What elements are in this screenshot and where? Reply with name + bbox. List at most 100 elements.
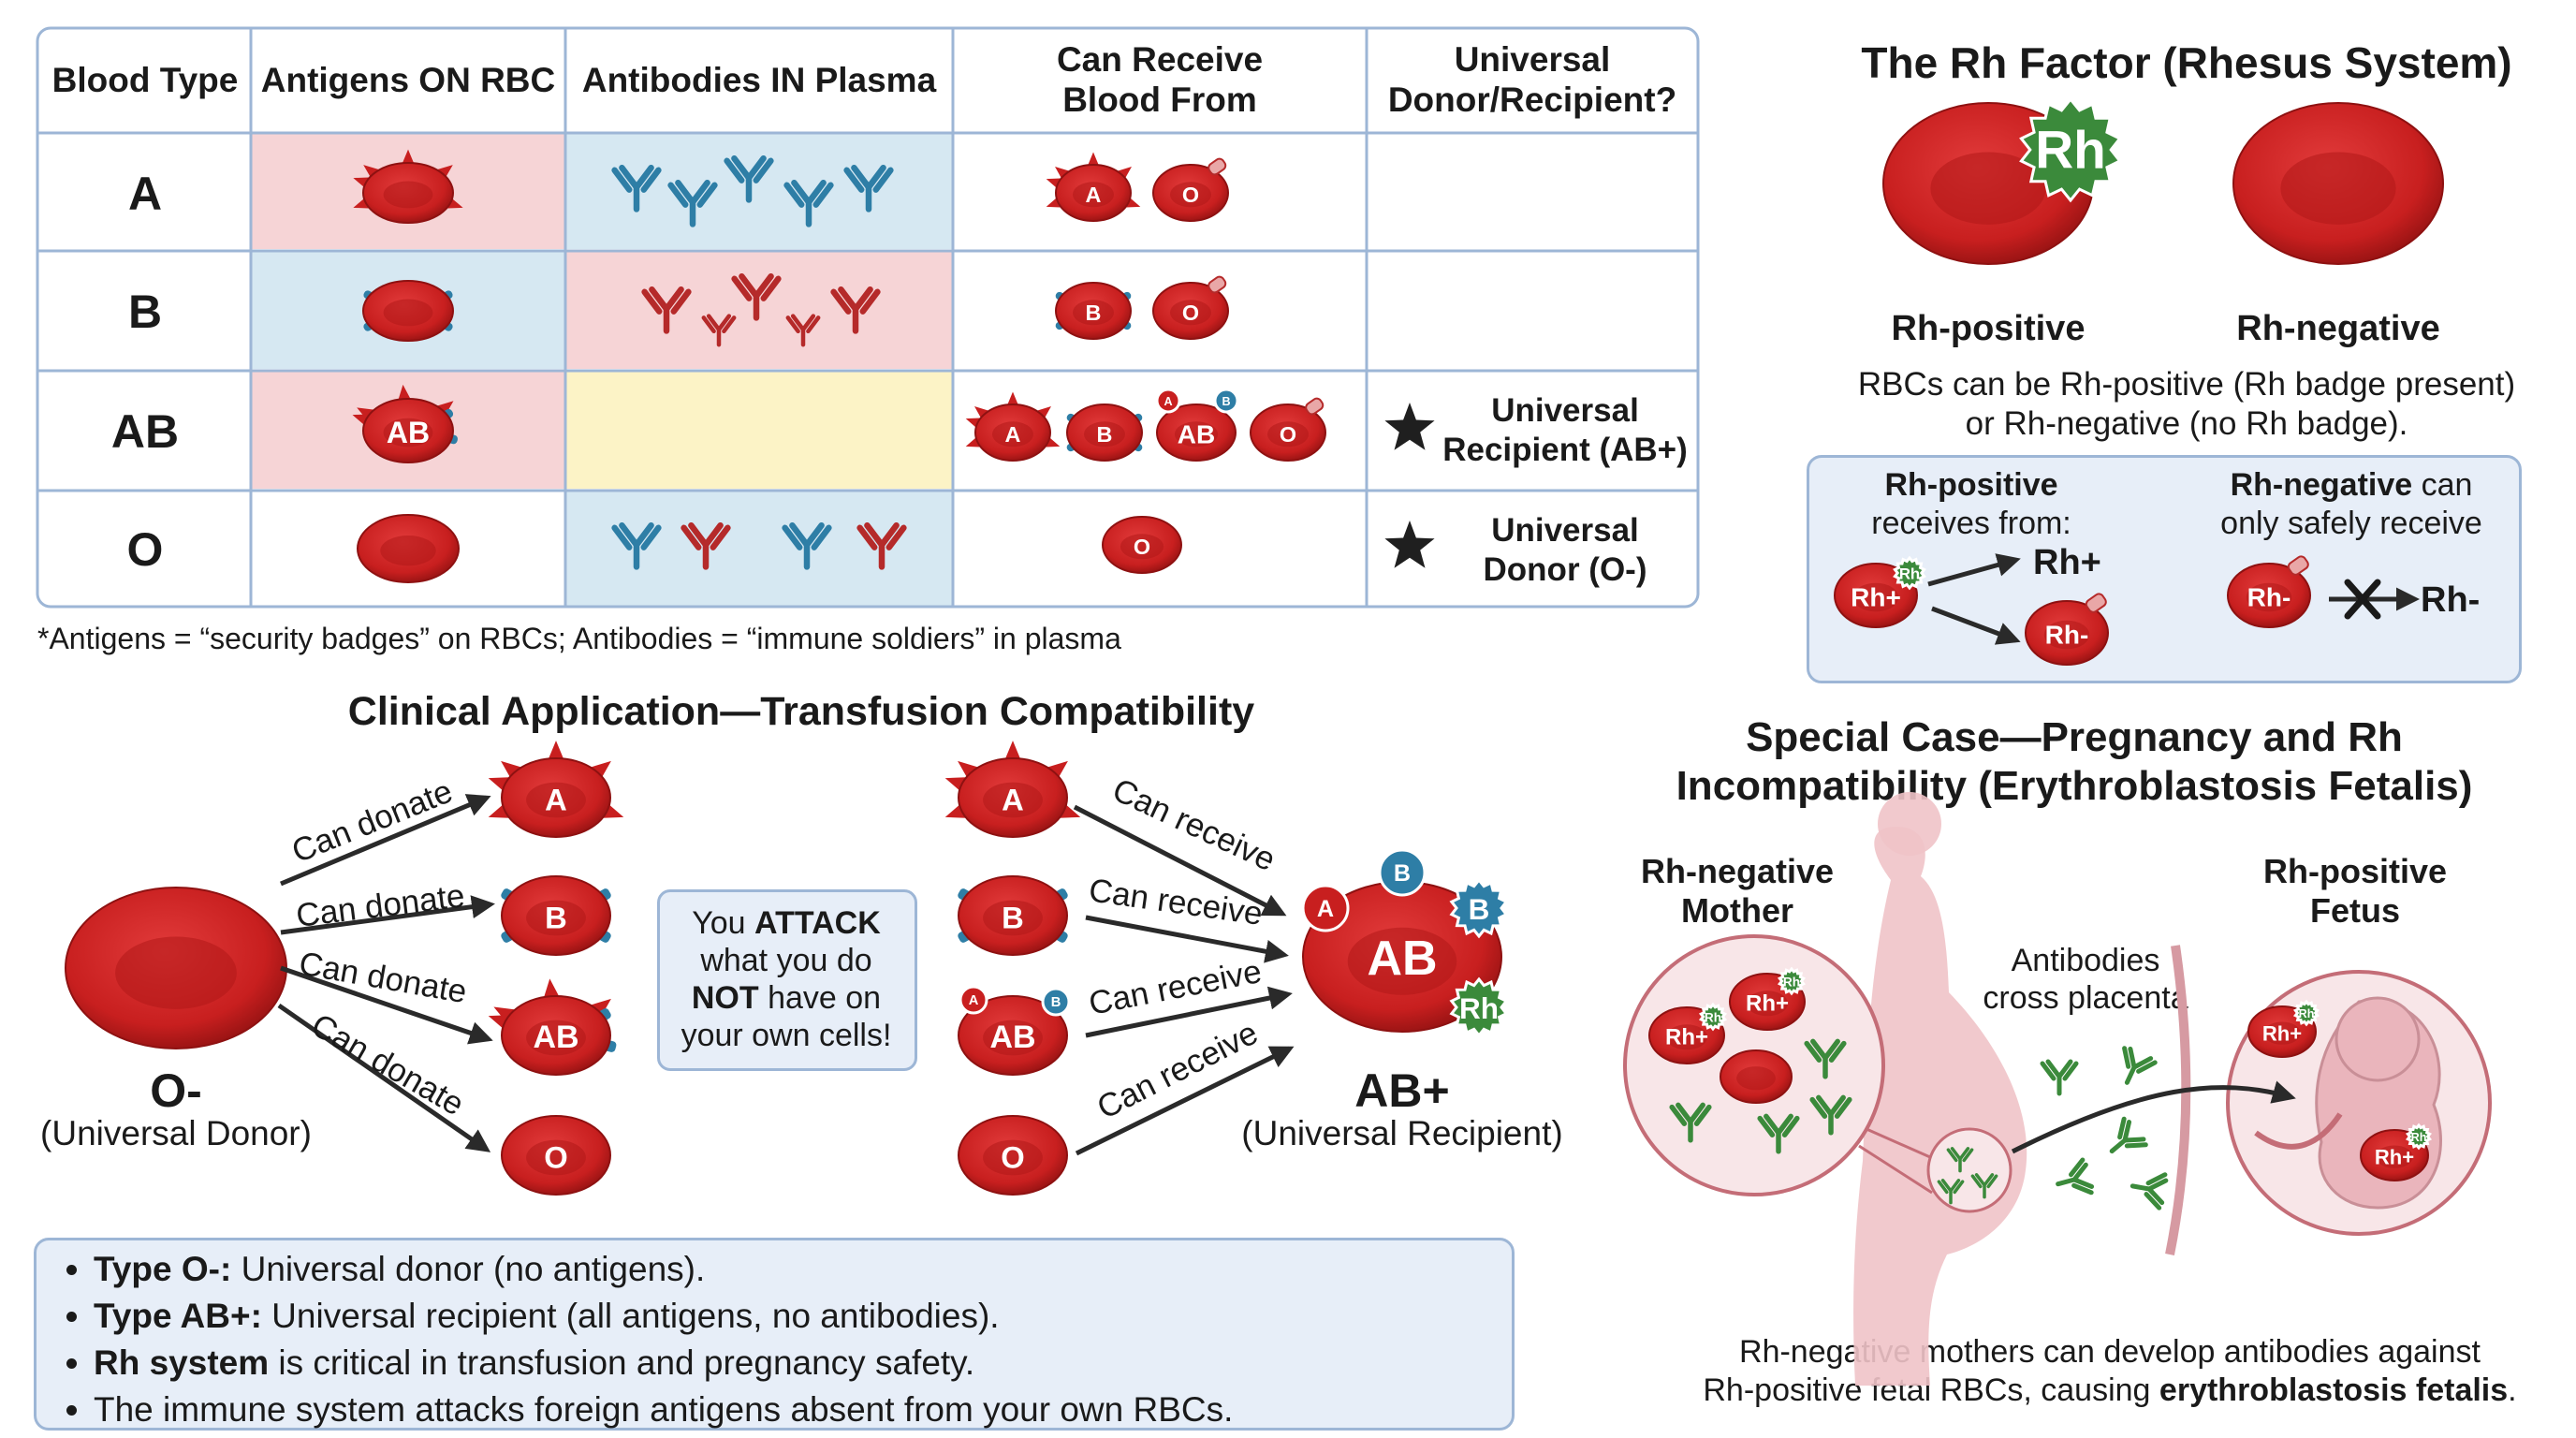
rbc-cell-icon: AB (1156, 404, 1237, 462)
fetus-label-line2: Fetus (2309, 891, 2401, 930)
antigen-a-spike (944, 801, 970, 818)
row-label-b: B (127, 286, 163, 338)
rbc-center (992, 421, 1033, 448)
cell-label: Rh (1783, 976, 1800, 990)
rbc-body (2232, 102, 2444, 265)
attack-callout-text: You ATTACK what you do NOT have on your … (681, 904, 892, 1054)
cell-label: A (1164, 395, 1172, 408)
row-label-ab: AB (110, 405, 180, 458)
badge-shape (1449, 877, 1509, 939)
rbc-cell-icon (2232, 102, 2444, 265)
rh-negative-label: Rh-negative (2236, 309, 2440, 348)
rbc-body (1055, 164, 1132, 222)
rbc-body (1729, 973, 1806, 1031)
antigen-b-nub (501, 888, 519, 904)
mother-silhouette (1853, 827, 2027, 1386)
receive-label: Can receive (1086, 953, 1265, 1022)
cross-placenta-line1: Antibodies (2011, 943, 2160, 978)
rbc-center (983, 1139, 1043, 1176)
rbc-center (1170, 300, 1211, 326)
antibody-icon (1937, 1179, 1965, 1205)
antibody-icon (1809, 1094, 1852, 1136)
cell-label: Rh+ (1665, 1025, 1708, 1050)
antigen-b-nub (593, 888, 611, 904)
rbc-body (1302, 881, 1502, 1033)
rh-description: RBCs can be Rh-positive (Rh badge presen… (1858, 365, 2515, 444)
cell-label: B (1469, 892, 1490, 926)
antigen-a-spike (1087, 152, 1100, 168)
antigen-a-spike (1056, 801, 1081, 818)
rh-description-line2: or Rh-negative (no Rh badge). (1965, 405, 2408, 442)
rbc-center (1174, 421, 1219, 448)
antibody-shape (1669, 1102, 1712, 1143)
cell-label: AB (1178, 420, 1215, 449)
cell-label: A (969, 993, 979, 1008)
rbc-center (1747, 990, 1788, 1017)
rbc-cell-icon: B (958, 875, 1068, 956)
rbc-center (1073, 300, 1114, 326)
cell-label: A (1002, 783, 1024, 817)
rh-negative-receives-bold: Rh-negative (2230, 467, 2413, 503)
rbc-body (1156, 404, 1237, 462)
rh-badge-icon: Rh (1449, 976, 1509, 1038)
badge-shape (959, 985, 988, 1015)
pregnancy-explanation-line1: Rh-negative mothers can develop antibodi… (1739, 1334, 2481, 1370)
inset-connector (1858, 1144, 1933, 1195)
rh-plus-target-label: Rh+ (2033, 543, 2101, 582)
rbc-center (1267, 421, 1309, 448)
summary-item-text: is critical in transfusion and pregnancy… (269, 1343, 975, 1382)
antigen-a-spike (1046, 178, 1063, 190)
o-tag (1208, 275, 1227, 294)
antibody-shape (2130, 1172, 2169, 1211)
badge-shape (1777, 966, 1807, 996)
summary-item-text: Universal donor (no antigens). (231, 1250, 706, 1288)
cell-label: O (1280, 422, 1296, 447)
cell-label: Rh (1459, 991, 1499, 1025)
rbc-center (526, 900, 586, 936)
antibody-icon (1757, 1113, 1800, 1154)
universal-donor-line1: Universal (1491, 512, 1639, 549)
attack-text-attack: ATTACK (754, 905, 881, 941)
cell-label: B (1051, 995, 1061, 1010)
summary-item: Type AB+: Universal recipient (all antig… (94, 1296, 1233, 1337)
summary-item: Type O-: Universal donor (no antigens). (94, 1249, 1233, 1290)
rh-badge-icon: Rh (1698, 1002, 1728, 1032)
antigen-b-nub (593, 927, 611, 943)
attack-text-have: have on (758, 980, 882, 1016)
antigen-a-spike (1006, 391, 1019, 407)
table-cell-bg (251, 371, 565, 489)
header-universal-line2: Donor/Recipient? (1387, 81, 1677, 119)
rbc-center (1170, 182, 1211, 208)
rbc-cell-icon: O (1152, 275, 1229, 340)
rbc-center (380, 535, 436, 566)
rbc-center (1736, 1066, 1776, 1091)
rh-badge-icon: Rh (1777, 966, 1807, 996)
antigen-b-nub (501, 927, 519, 943)
rbc-body (2360, 1129, 2429, 1181)
umbilical-cord (2254, 1112, 2343, 1150)
antigen-a-spike (493, 1006, 518, 1025)
antigen-a-spike (543, 978, 561, 1001)
rh-positive-label: Rh-positive (1891, 309, 2086, 348)
rbc-body (2247, 1005, 2317, 1058)
mother-blood-inset (1623, 934, 1885, 1196)
donor-label: O- (150, 1064, 202, 1117)
table-cell-bg (251, 133, 565, 249)
summary-list-wrap: Type O-: Universal donor (no antigens). … (37, 1249, 1233, 1436)
rbc-cell-icon: O (1250, 397, 1326, 462)
antigen-a-spike (1123, 196, 1141, 208)
rbc-center (1073, 182, 1114, 208)
antibody-shape (1970, 1173, 1998, 1199)
universal-donor-line2: Donor (O-) (1483, 551, 1647, 588)
rbc-cell-icon: O (1102, 516, 1182, 574)
cell-label: B (1002, 901, 1024, 935)
antibody-shape (2109, 1116, 2148, 1154)
cell-label: O (1134, 535, 1150, 559)
header-can-receive-line2: Blood From (1062, 81, 1257, 119)
o-tag (1208, 157, 1227, 176)
rbc-body (958, 1115, 1068, 1196)
rh-badge-icon: Rh (2019, 96, 2122, 203)
recipient-label: AB+ (1354, 1064, 1450, 1117)
rbc-center (983, 782, 1043, 818)
